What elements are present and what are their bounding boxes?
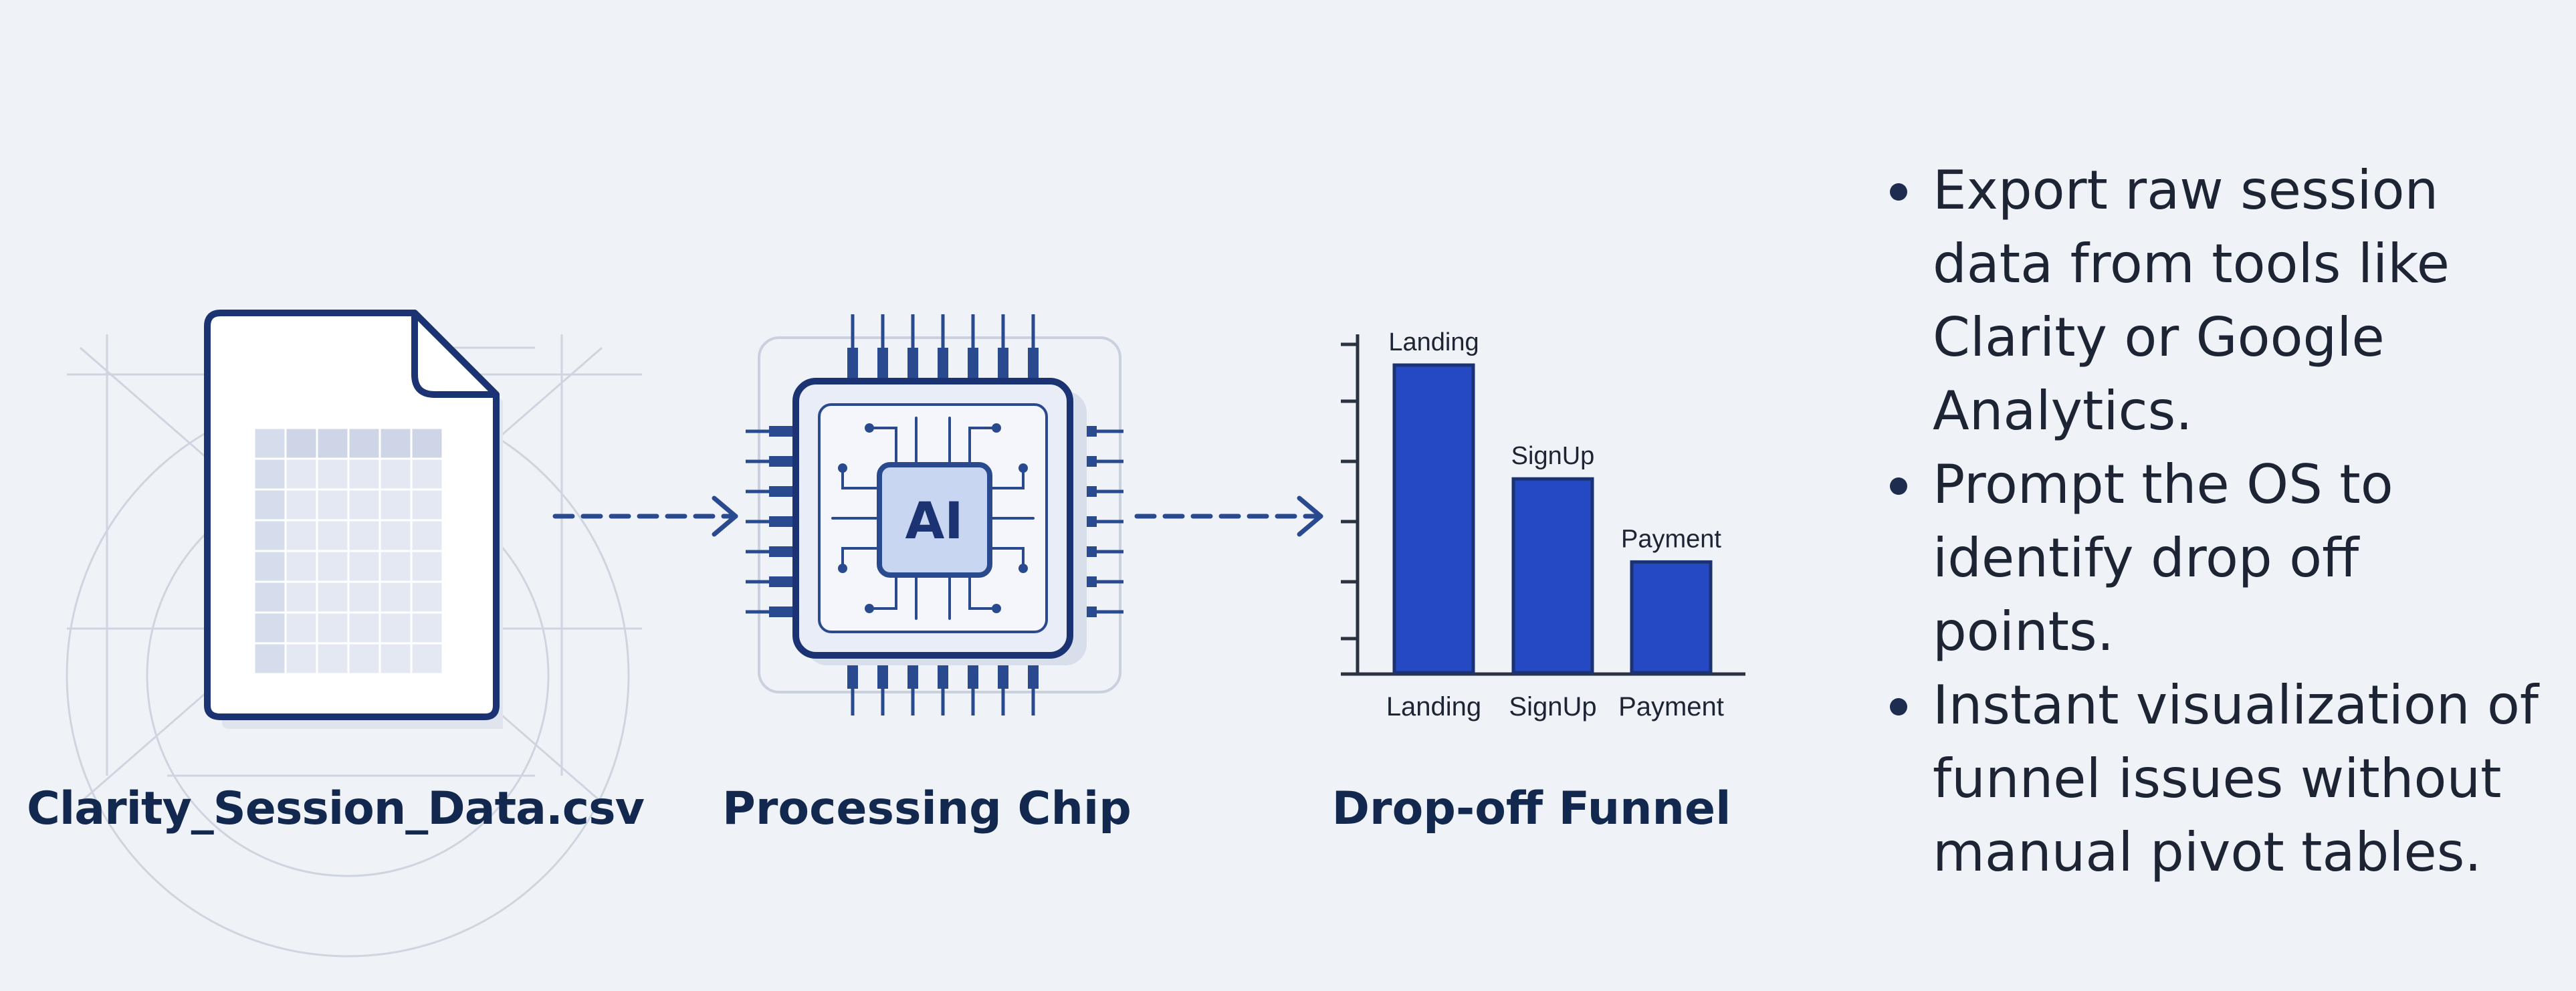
bullet-dot-icon xyxy=(1890,698,1907,715)
bar-signup xyxy=(1511,477,1594,675)
chip-pin-pad xyxy=(769,516,796,527)
chip-pin-pad xyxy=(769,486,796,497)
bullet-dot-icon xyxy=(1890,477,1907,495)
chip-pin-pad xyxy=(847,348,858,381)
chip-circuit-traces xyxy=(831,417,1035,620)
chip-pin-pad xyxy=(769,607,796,617)
chip-pin-pad xyxy=(998,348,1008,381)
x-tick-label: Landing xyxy=(1386,692,1481,722)
x-tick-label: SignUp xyxy=(1509,692,1596,722)
chip-pin-pad xyxy=(938,348,948,381)
chip-pin-pad xyxy=(968,348,978,381)
ai-chip-icon: AI xyxy=(746,314,1123,715)
chart-y-ticks xyxy=(1341,342,1358,641)
bar-landing xyxy=(1392,363,1475,675)
spreadsheet-grid xyxy=(253,427,444,675)
chip-pin-pad xyxy=(769,426,796,437)
bullet-list: Export raw session data from tools like … xyxy=(1872,154,2541,889)
file-caption: Clarity_Session_Data.csv xyxy=(27,782,645,835)
chip-pin-pad xyxy=(1028,348,1039,381)
bar-data-label: Landing xyxy=(1388,328,1479,356)
chip-pin-pad xyxy=(907,348,918,381)
bar-payment xyxy=(1630,560,1713,675)
bullet-item: Export raw session data from tools like … xyxy=(1872,154,2541,448)
bar-data-label: Payment xyxy=(1621,525,1721,553)
chip-ai-label: AI xyxy=(905,491,963,550)
bar-data-label: SignUp xyxy=(1511,442,1595,470)
chip-pin-pad xyxy=(769,546,796,557)
flow-arrow-1-head xyxy=(712,496,738,537)
bullet-item: Prompt the OS to identify drop off point… xyxy=(1872,448,2541,669)
chip-pin-pad xyxy=(769,576,796,587)
chip-core xyxy=(877,462,992,578)
bullet-text: Export raw session data from tools like … xyxy=(1933,159,2450,442)
x-tick-label: Payment xyxy=(1618,692,1724,722)
bullet-text: Prompt the OS to identify drop off point… xyxy=(1933,453,2393,663)
bullet-text: Instant visualization of funnel issues w… xyxy=(1933,674,2539,883)
bullet-item: Instant visualization of funnel issues w… xyxy=(1872,669,2541,889)
csv-file-icon xyxy=(66,310,642,958)
bullet-dot-icon xyxy=(1890,183,1907,201)
chip-trace-nodes xyxy=(838,423,1028,613)
funnel-caption: Drop-off Funnel xyxy=(1331,782,1731,835)
chip-pin-pad xyxy=(769,456,796,467)
chip-pin-pad xyxy=(877,348,888,381)
file-fold xyxy=(411,310,500,398)
flow-arrow-2-head xyxy=(1297,496,1323,537)
chip-frame-outer xyxy=(758,336,1121,693)
chip-caption: Processing Chip xyxy=(722,782,1132,835)
